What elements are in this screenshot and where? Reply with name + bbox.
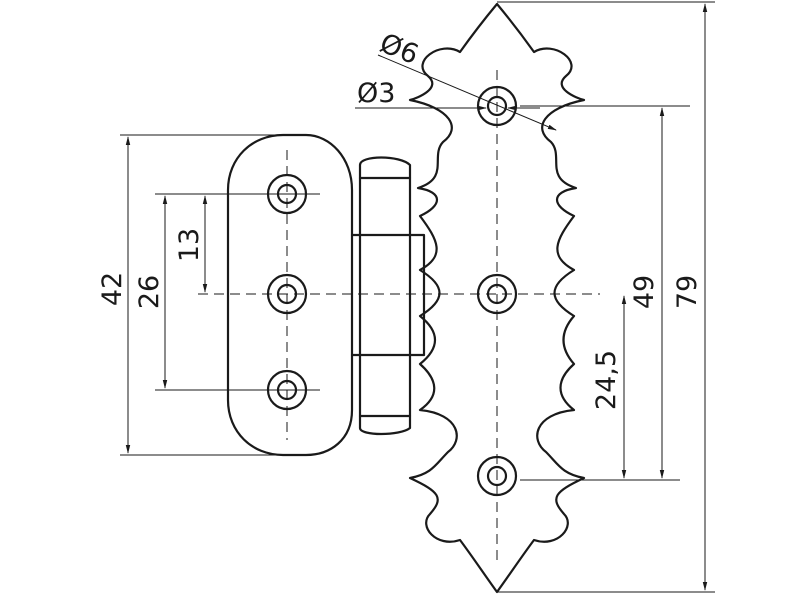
label-diameter-3: Ø3: [357, 78, 395, 109]
label-dim-26: 26: [134, 275, 165, 309]
ornamental-plate-outline: [408, 2, 586, 594]
label-dim-49: 49: [629, 275, 660, 309]
label-dim-42: 42: [97, 272, 128, 306]
hinge-connector-block: [350, 233, 426, 357]
label-dim-79: 79: [672, 275, 703, 309]
label-diameter-6: Ø6: [375, 28, 422, 71]
hinge-knuckle: [358, 156, 412, 436]
hinge-leaf-outline: [226, 133, 354, 457]
label-dim-13: 13: [174, 228, 205, 262]
leader-diameter-6: [377, 54, 557, 131]
label-dim-24-5: 24,5: [591, 350, 622, 410]
